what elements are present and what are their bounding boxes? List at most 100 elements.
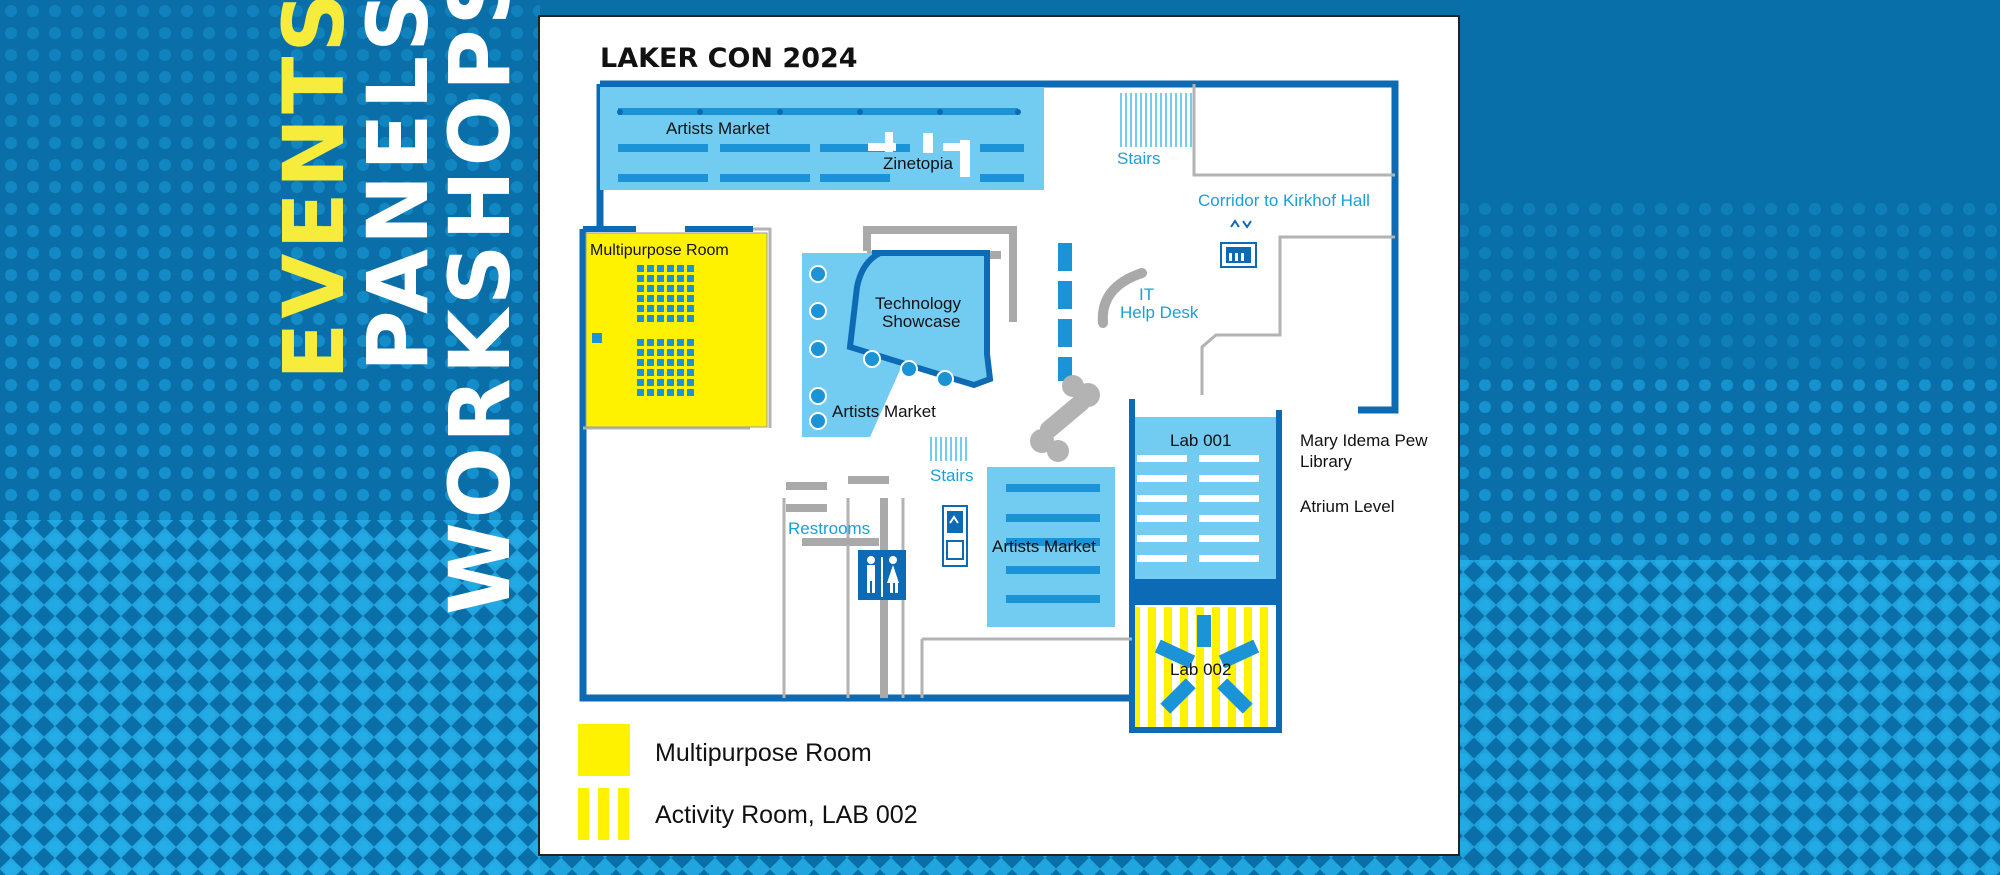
seat xyxy=(667,285,674,292)
lab-001-desks xyxy=(1137,455,1259,562)
seat xyxy=(677,359,684,366)
seat xyxy=(667,349,674,356)
dinosaur-bone-icon xyxy=(1030,375,1100,462)
seat xyxy=(647,359,654,366)
seat xyxy=(667,295,674,302)
stairs-middle xyxy=(929,437,967,461)
seat xyxy=(647,265,654,272)
lab-001-label: Lab 001 xyxy=(1170,431,1231,450)
seat xyxy=(637,349,644,356)
atrium-level-label: Atrium Level xyxy=(1300,497,1394,516)
seat xyxy=(637,315,644,322)
artists-market-bottom-tables xyxy=(1006,484,1100,603)
seat xyxy=(637,379,644,386)
seat xyxy=(637,339,644,346)
seat xyxy=(667,315,674,322)
lab-002-label: Lab 002 xyxy=(1170,660,1231,679)
lab-desk xyxy=(1137,535,1187,542)
round-table xyxy=(809,387,827,405)
seat xyxy=(657,359,664,366)
dashed-divider xyxy=(1058,243,1072,381)
it-help-label-2: Help Desk xyxy=(1120,303,1199,322)
technology-showcase-label-1: Technology xyxy=(875,294,962,313)
round-table xyxy=(809,412,827,430)
elevator-icon xyxy=(942,505,968,567)
library-label-1: Mary Idema Pew xyxy=(1300,431,1428,450)
lab-desk xyxy=(1137,475,1187,482)
lab-divider xyxy=(1132,579,1279,605)
seat xyxy=(667,275,674,282)
seat xyxy=(667,379,674,386)
seat xyxy=(637,295,644,302)
seat xyxy=(667,389,674,396)
seat xyxy=(647,305,654,312)
seat xyxy=(677,295,684,302)
round-table xyxy=(863,350,881,368)
seat xyxy=(677,285,684,292)
seat xyxy=(657,379,664,386)
seat xyxy=(657,275,664,282)
lab-desk xyxy=(1199,535,1259,542)
seat xyxy=(687,285,694,292)
seat xyxy=(657,389,664,396)
seat xyxy=(687,295,694,302)
seat xyxy=(657,285,664,292)
seat xyxy=(677,369,684,376)
seat xyxy=(667,305,674,312)
legend-swatch-multipurpose xyxy=(578,724,630,776)
banner-events: EVENTS xyxy=(265,0,363,380)
round-table xyxy=(900,360,918,378)
multipurpose-podium xyxy=(592,333,602,343)
stairs-middle-label: Stairs xyxy=(930,466,973,485)
seat xyxy=(647,295,654,302)
outer-wall-left-bottom xyxy=(579,229,1132,702)
seat xyxy=(647,315,654,322)
round-table xyxy=(936,370,954,388)
seat xyxy=(667,265,674,272)
seat xyxy=(657,265,664,272)
seat xyxy=(657,305,664,312)
seat xyxy=(687,359,694,366)
seat xyxy=(637,359,644,366)
seat xyxy=(667,369,674,376)
lab-desk xyxy=(1137,515,1187,522)
lab-001 xyxy=(1135,417,1276,593)
lab-desk xyxy=(1199,555,1259,562)
seat xyxy=(647,379,654,386)
floor-map: LAKER CON 2024 xyxy=(578,43,1428,840)
seat xyxy=(677,379,684,386)
seat xyxy=(677,315,684,322)
seat xyxy=(657,369,664,376)
zinetopia-tables xyxy=(868,132,970,177)
labs-wall xyxy=(1129,399,1282,733)
seat xyxy=(647,369,654,376)
seat xyxy=(637,389,644,396)
round-table xyxy=(809,302,827,320)
seat xyxy=(647,339,654,346)
seat xyxy=(637,285,644,292)
seat xyxy=(687,275,694,282)
seat xyxy=(687,315,694,322)
interior-walls xyxy=(583,84,1395,698)
stairs-top-label: Stairs xyxy=(1117,149,1160,168)
seat xyxy=(687,369,694,376)
library-label-2: Library xyxy=(1300,452,1352,471)
legend-label-multipurpose: Multipurpose Room xyxy=(655,739,872,767)
artists-market-top-tables xyxy=(618,108,1024,182)
market-top-dots xyxy=(617,109,1021,115)
restrooms-label: Restrooms xyxy=(788,519,870,538)
round-tables xyxy=(809,265,954,430)
lab-desk xyxy=(1137,495,1187,502)
seat xyxy=(657,349,664,356)
artists-market-bottom-label: Artists Market xyxy=(992,537,1096,556)
multipurpose-room-label: Multipurpose Room xyxy=(590,242,729,259)
technology-showcase-label-2: Showcase xyxy=(882,312,960,331)
seat xyxy=(677,339,684,346)
artists-market-top-label: Artists Market xyxy=(666,119,770,138)
seat xyxy=(637,265,644,272)
multipurpose-seating xyxy=(637,265,694,396)
lab-desk xyxy=(1137,455,1187,462)
seat xyxy=(677,265,684,272)
seat xyxy=(687,379,694,386)
seat xyxy=(677,349,684,356)
